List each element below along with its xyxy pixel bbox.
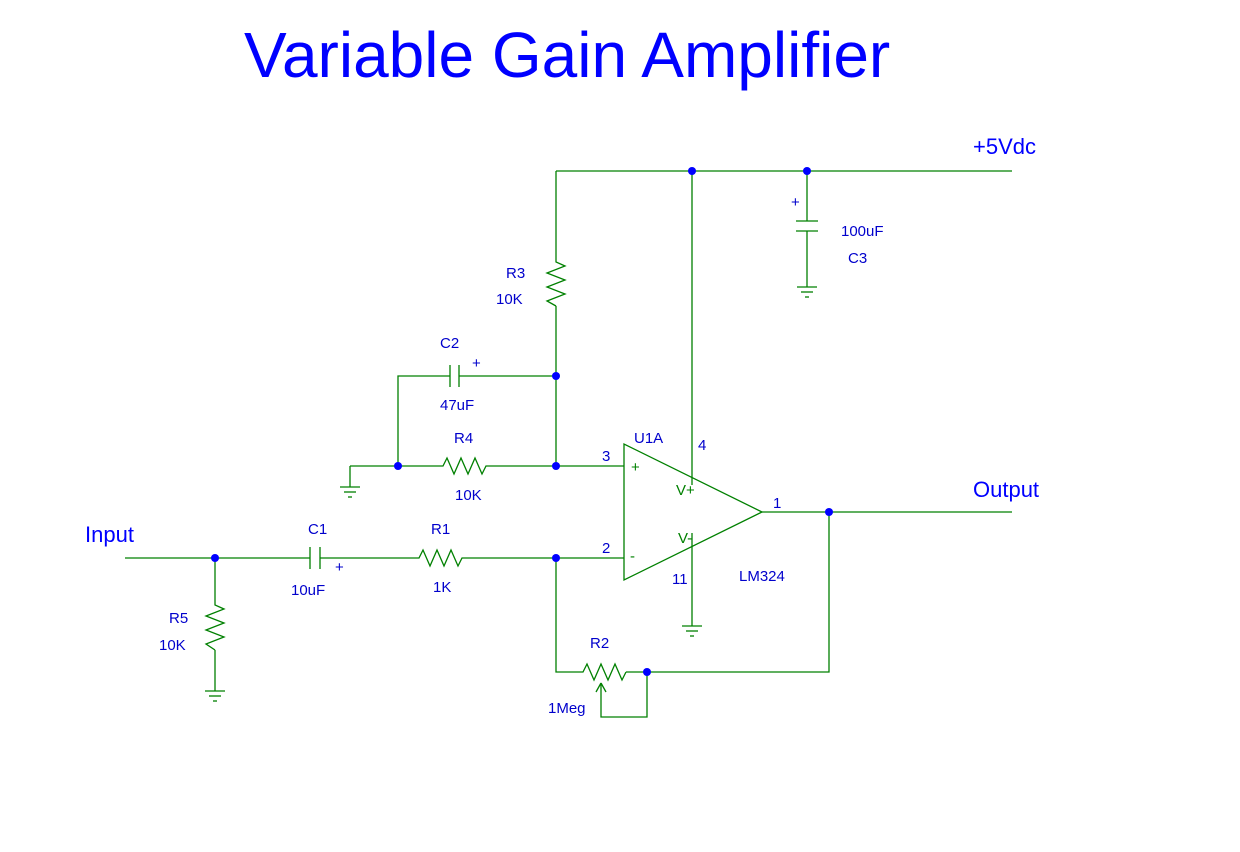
opamp-pin-vneg: 11 [672, 571, 688, 588]
opamp-minus-symbol: - [630, 548, 635, 565]
r1-value: 1K [433, 579, 451, 596]
potentiometer-r2 [574, 662, 627, 682]
ground-icon [340, 486, 360, 498]
opamp-pin-vpos: 4 [698, 437, 706, 454]
resistor-r5 [204, 600, 226, 651]
r2-value: 1Meg [548, 700, 586, 717]
output-net-label: Output [973, 477, 1039, 502]
c2-polarity: + [472, 355, 481, 372]
resistor-r1 [410, 548, 468, 568]
ground-icon [682, 625, 702, 637]
junction-dot [552, 462, 560, 470]
wiper-arrow-icon [595, 682, 607, 693]
c3-ref: C3 [848, 250, 867, 267]
r4-ref: R4 [454, 430, 473, 447]
junction-dot [552, 554, 560, 562]
c3-polarity: + [791, 194, 800, 211]
wiper-wire [600, 672, 648, 718]
input-net-label: Input [85, 522, 134, 547]
capacitor-c2 [449, 365, 460, 387]
junction-dot [643, 668, 651, 676]
c3-value: 100uF [841, 223, 884, 240]
c1-polarity: + [335, 559, 344, 576]
capacitor-c3 [796, 220, 818, 232]
opamp-pin-noninv: 3 [602, 448, 610, 465]
junction-dot [394, 462, 402, 470]
opamp-part: LM324 [739, 568, 785, 585]
junction-dot [825, 508, 833, 516]
opamp-vpos-label: V+ [676, 482, 695, 499]
supply-net-label: +5Vdc [973, 134, 1036, 159]
resistor-r3 [545, 258, 567, 307]
r3-ref: R3 [506, 265, 525, 282]
c2-left-wire [397, 375, 450, 466]
r5-value: 10K [159, 637, 186, 654]
opamp-plus-symbol: + [631, 459, 640, 476]
opamp-u1a [623, 442, 764, 582]
diagram-title: Variable Gain Amplifier [244, 19, 890, 91]
c2-value: 47uF [440, 397, 474, 414]
opamp-pin-out: 1 [773, 495, 781, 512]
ground-icon [797, 286, 817, 298]
opamp-pin-inv: 2 [602, 540, 610, 557]
r2-ref: R2 [590, 635, 609, 652]
junction-dot [803, 167, 811, 175]
junction-dot [552, 372, 560, 380]
r4-value: 10K [455, 487, 482, 504]
resistor-r4 [434, 456, 492, 476]
opamp-vneg-label: V- [678, 530, 692, 547]
c1-ref: C1 [308, 521, 327, 538]
opamp-ref: U1A [634, 430, 663, 447]
junction-dot [688, 167, 696, 175]
capacitor-c1 [309, 547, 321, 569]
junction-dot [211, 554, 219, 562]
c1-value: 10uF [291, 582, 325, 599]
ground-icon [205, 690, 225, 702]
wires [125, 170, 1012, 718]
r3-value: 10K [496, 291, 523, 308]
feedback-left-wire [555, 558, 574, 673]
feedback-right-wire [626, 512, 830, 673]
r5-ref: R5 [169, 610, 188, 627]
r1-ref: R1 [431, 521, 450, 538]
junctions [211, 167, 833, 676]
c2-ref: C2 [440, 335, 459, 352]
